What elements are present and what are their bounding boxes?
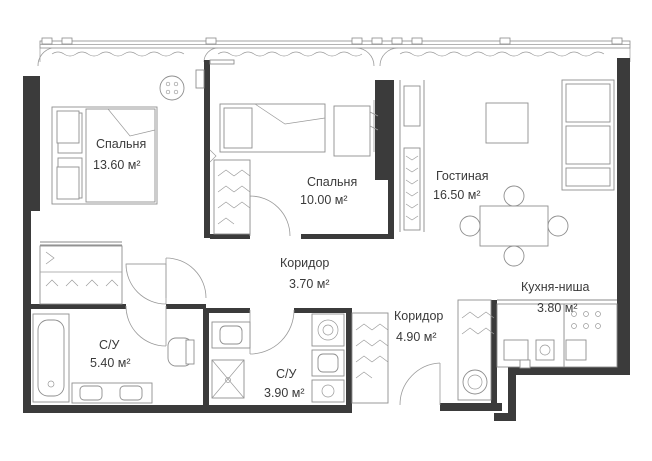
room-name-bedroom-1: Спальня	[96, 137, 146, 151]
room-area-bathroom-2: 3.90 м²	[264, 386, 305, 400]
room-name-bathroom-1: С/У	[99, 338, 120, 352]
room-area-living-room: 16.50 м²	[433, 188, 481, 202]
kitchen-furniture	[496, 303, 618, 369]
facade-windows	[37, 37, 631, 67]
doors	[125, 100, 441, 406]
room-area-bathroom-1: 5.40 м²	[90, 356, 131, 370]
room-name-kitchen-niche: Кухня-ниша	[521, 280, 590, 294]
room-name-corridor-1: Коридор	[280, 256, 329, 270]
room-name-corridor-2: Коридор	[394, 309, 443, 323]
room-name-living-room: Гостиная	[436, 169, 488, 183]
partitions	[40, 80, 617, 301]
bedroom-1-furniture	[39, 69, 205, 305]
walls	[23, 58, 630, 421]
bathroom-2-fixtures	[211, 313, 345, 403]
living-room-furniture	[403, 79, 615, 267]
room-name-bathroom-2: С/У	[276, 367, 297, 381]
room-area-bedroom-1: 13.60 м²	[93, 158, 141, 172]
bedroom-2-furniture	[209, 59, 371, 235]
room-labels: Спальня 13.60 м² Спальня 10.00 м² Гостин…	[90, 137, 590, 400]
corridor-wardrobes	[351, 299, 495, 404]
bathroom-1-fixtures	[32, 313, 195, 404]
room-area-bedroom-2: 10.00 м²	[300, 193, 348, 207]
room-area-corridor-1: 3.70 м²	[289, 277, 330, 291]
room-name-bedroom-2: Спальня	[307, 175, 357, 189]
room-area-corridor-2: 4.90 м²	[396, 330, 437, 344]
room-area-kitchen-niche: 3.80 м²	[537, 301, 578, 315]
